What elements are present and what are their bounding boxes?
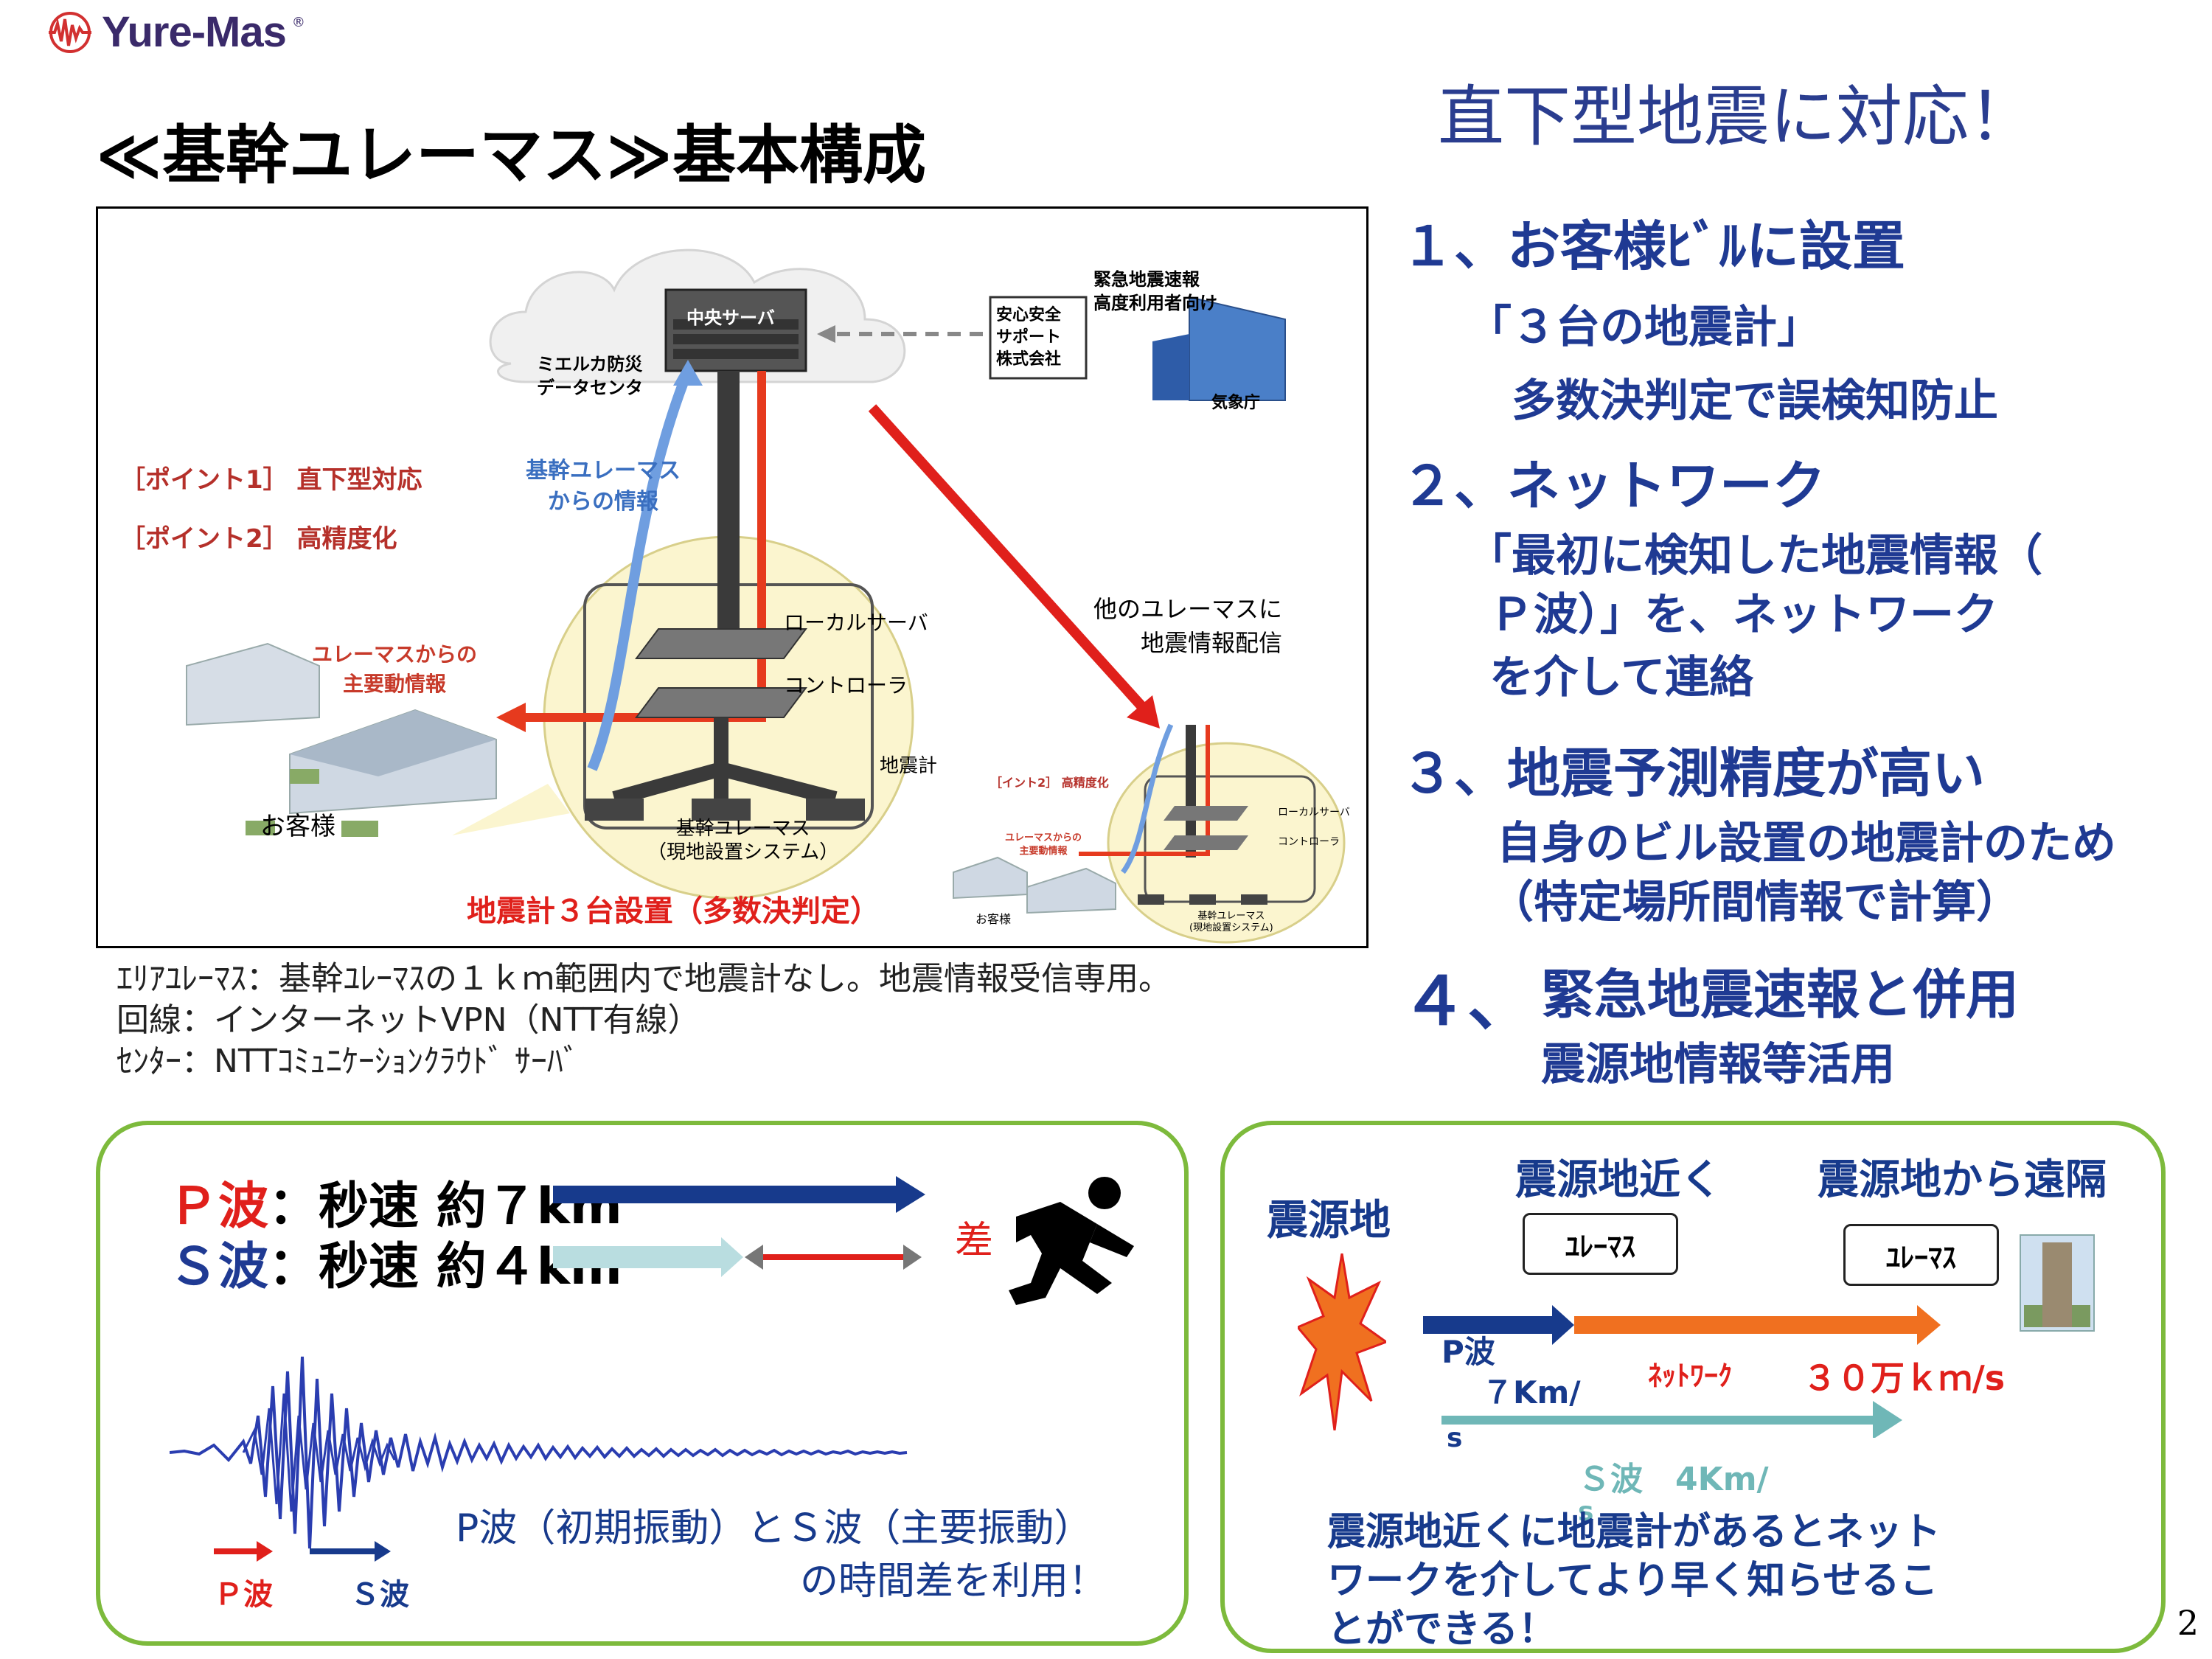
customer-label: お客様 — [260, 812, 335, 841]
wave-speed-arrows — [553, 1176, 925, 1277]
jma-label: 気象庁 — [1211, 394, 1261, 412]
net-s-wave-label: Ｓ波 4Km/ — [1578, 1461, 1769, 1498]
runner-icon — [1009, 1177, 1134, 1305]
company-logo: Yure-Mas ® — [44, 7, 305, 57]
kikan-info-label: 基幹ユレーマスからの情報 — [526, 458, 681, 515]
page-subtitle: 直下型地震に対応！ — [1438, 78, 2035, 156]
point-4-sub: 震源地情報等活用 — [1541, 1039, 1895, 1091]
mini-info-label: ユレーマスからの主要動情報 — [1005, 832, 1082, 857]
point-3-title: ３、地震予測精度が高い — [1401, 742, 1986, 804]
main-motion-info-label: ユレーマスからの主要動情報 — [312, 642, 478, 696]
datacenter-label: ミエルカ防災データセンタ — [537, 354, 643, 398]
network-label: ﾈｯﾄﾜｰｸ — [1648, 1360, 1733, 1392]
point-1-sub2: 多数決判定で誤検知防止 — [1512, 375, 1998, 427]
wave-caption-line2: の時間差を利用！ — [800, 1559, 1107, 1604]
network-arrows — [1423, 1305, 1941, 1438]
point-3-sub2: （特定場所間情報で計算） — [1489, 877, 2020, 928]
system-name-label: 基幹ユレーマス（現地設置システム） — [647, 818, 839, 863]
seismometer-label: 地震計 — [880, 755, 938, 777]
controller-label: コントローラ — [784, 673, 908, 698]
yuremas-box-far: ﾕﾚｰﾏｽ — [1843, 1224, 1999, 1286]
point-3-sub1: 自身のビル設置の地震計のため — [1497, 818, 2116, 869]
net-p-speed-unit: s — [1447, 1423, 1463, 1453]
mini-system-label: 基幹ユレーマス(現地設置システム) — [1189, 911, 1273, 933]
page-number: 2 — [2177, 1603, 2199, 1643]
page-title: ≪基幹ユレーマス≫基本構成 — [96, 119, 927, 192]
support-company-label: 安心安全サポート株式会社 — [996, 306, 1062, 369]
point-1-title: １、お客様ﾋﾞﾙに設置 — [1401, 215, 1906, 277]
s-wave-arrow-label: Ｓ波 — [350, 1578, 409, 1612]
logo-text: Yure-Mas — [102, 8, 287, 56]
point-2-sub1: 「最初に検知した地震情報（ — [1467, 530, 2042, 582]
wave-panel — [96, 1121, 1189, 1646]
central-server-label: 中央サーバ — [686, 307, 775, 328]
epicenter-label: 震源地 — [1267, 1197, 1391, 1245]
far-label: 震源地から遠隔 — [1818, 1156, 2107, 1204]
point-2-title: ２、ネットワーク — [1401, 455, 1826, 517]
wave-logo-icon — [49, 11, 91, 53]
net-s-unit: s — [1578, 1497, 1594, 1527]
note-line: 回線：インターネットVPN（NTT有線） — [116, 1001, 700, 1039]
wave-arrival-arrows — [214, 1541, 391, 1562]
p-wave-speed: Ｐ波：秒速 約７km — [168, 1178, 622, 1236]
point2-label: ［ポイント2］ 高精度化 — [120, 524, 397, 554]
three-units-label: 地震計３台設置（多数決判定） — [467, 894, 880, 928]
net-p-speed: ７Km/ — [1482, 1374, 1581, 1411]
p-wave-arrow-label: Ｐ波 — [214, 1578, 273, 1612]
logo-registered-mark: ® — [291, 15, 305, 30]
mini-point2-label: ［イント2］ 高精度化 — [990, 776, 1109, 790]
yuremas-box-near: ﾕﾚｰﾏｽ — [1523, 1213, 1678, 1275]
network-summary: 震源地近くに地震計があるとネット ワークを介してより早く知らせるこ とができる！ — [1327, 1510, 1941, 1652]
net-p-wave-label: P波 — [1441, 1334, 1495, 1370]
note-center: ｾﾝﾀｰ：NTTｺﾐｭﾆｹｰｼｮﾝｸﾗｳﾄﾞ ｻｰﾊﾞ — [116, 1043, 580, 1080]
mini-controller-label: コントローラ — [1278, 836, 1340, 848]
point-2-sub2: Ｐ波）」を、ネットワーク — [1489, 589, 1998, 641]
difference-label: 差 — [955, 1219, 994, 1263]
local-server-label: ローカルサーバ — [784, 611, 928, 635]
point-4-number: ４、 — [1401, 963, 1534, 1040]
mini-customer-label: お客様 — [975, 912, 1012, 926]
point1-label: ［ポイント1］ 直下型対応 — [120, 465, 422, 495]
notes-block: ｴﾘｱﾕﾚｰﾏｽ：基幹ﾕﾚｰﾏｽの１ｋｍ範囲内で地震計なし。地震情報受信専用。 … — [116, 959, 1171, 1082]
other-delivery-label: 他のユレーマスに地震情報配信 — [1093, 595, 1283, 657]
point-1-sub1: 「３台の地震計」 — [1467, 302, 1821, 353]
network-speed: ３０万ｋｍ/s — [1803, 1358, 2006, 1398]
point-4-title: 緊急地震速報と併用 — [1541, 964, 2020, 1026]
explosion-icon — [1298, 1253, 1386, 1430]
eew-user-label: 緊急地震速報高度利用者向け — [1093, 269, 1217, 313]
building-icon — [2020, 1234, 2095, 1332]
seismic-waveform — [170, 1356, 908, 1549]
network-panel — [1220, 1121, 2166, 1653]
system-diagram: 中央サーバ ミエルカ防災データセンタ 安心安全サポート株式会社 緊急地震速報高度… — [96, 206, 1368, 948]
mini-local-server-label: ローカルサーバ — [1278, 807, 1350, 818]
note-area: ｴﾘｱﾕﾚｰﾏｽ：基幹ﾕﾚｰﾏｽの１ｋｍ範囲内で地震計なし。地震情報受信専用。 — [116, 960, 1171, 998]
system-diagram-graphic — [186, 248, 1346, 944]
near-label: 震源地近く — [1515, 1156, 1722, 1204]
wave-caption-line1: P波（初期振動）とＳ波（主要振動） — [456, 1506, 1093, 1551]
point-2-sub3: を介して連絡 — [1489, 652, 1754, 703]
